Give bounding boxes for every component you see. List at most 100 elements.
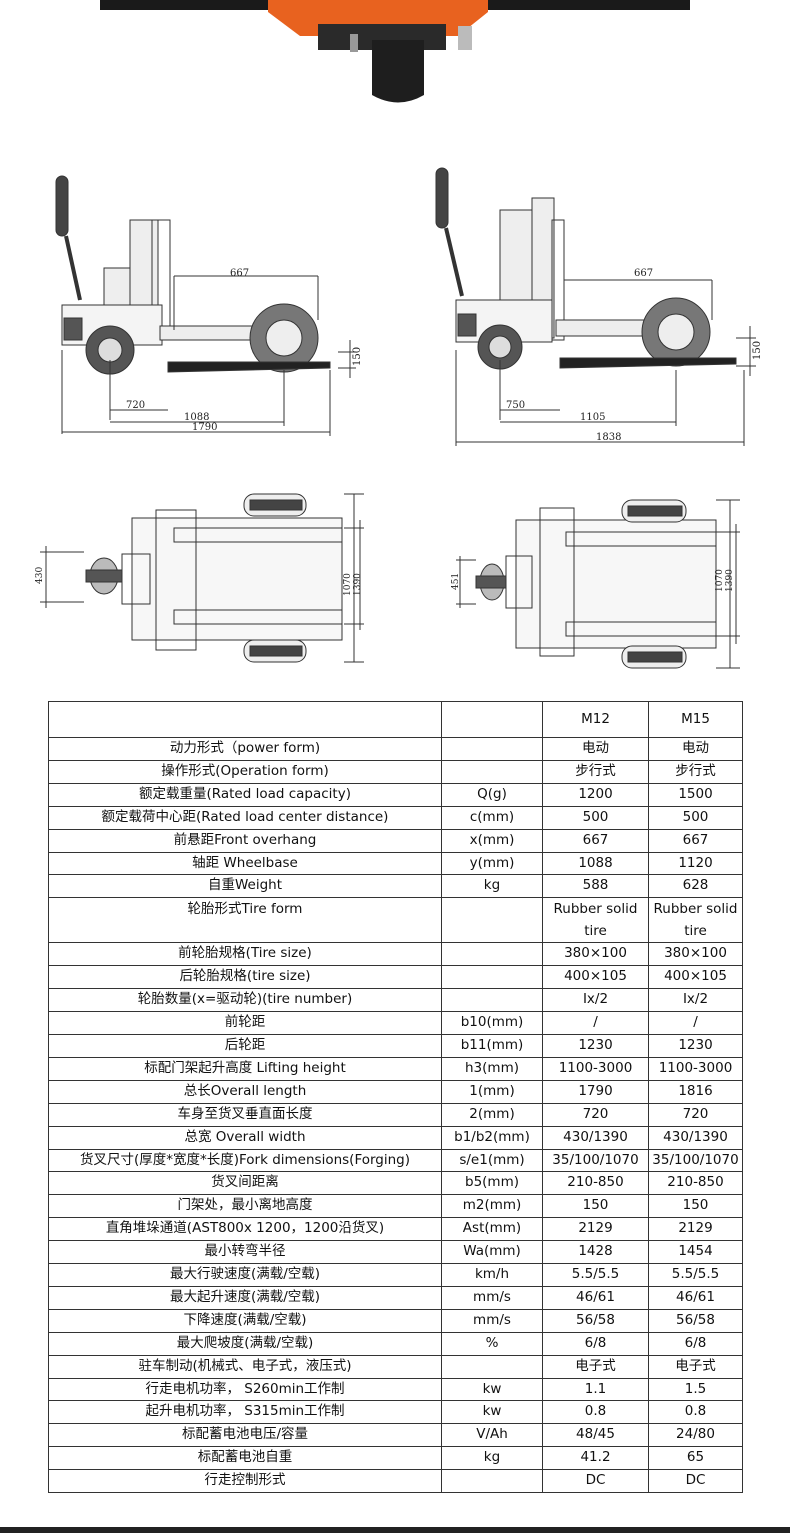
cell-m15: 1120 <box>648 851 743 876</box>
cell-name: 操作形式(Operation form) <box>48 759 442 784</box>
cell-m12: 6/8 <box>542 1331 649 1356</box>
cell-name: 行走控制形式 <box>48 1469 442 1494</box>
cell-m15: 667 <box>648 828 743 853</box>
cell-m12: 1230 <box>542 1033 649 1058</box>
cell-m15: 720 <box>648 1102 743 1127</box>
cell-name: 前悬距Front overhang <box>48 828 442 853</box>
cell-unit: m2(mm) <box>441 1194 543 1219</box>
cell-m12: 210-850 <box>542 1171 649 1196</box>
cell-m12: Rubber solid tire <box>542 897 649 944</box>
overall-length-label: 1790 <box>192 422 217 433</box>
cell-m15: 6/8 <box>648 1331 743 1356</box>
cell-unit: 1(mm) <box>441 1079 543 1104</box>
top-view-right <box>456 499 740 669</box>
cell-name: 后轮距 <box>48 1033 442 1058</box>
fork-height-label: 150 <box>352 347 363 366</box>
cell-m15: 210-850 <box>648 1171 743 1196</box>
cell-m15: 46/61 <box>648 1285 743 1310</box>
cell-m15: 步行式 <box>648 759 743 784</box>
cell-name: 前轮胎规格(Tire size) <box>48 942 442 967</box>
cell-unit <box>441 1469 543 1494</box>
cell-m15: 35/100/1070 <box>648 1148 743 1173</box>
cell-name: 车身至货叉垂直面长度 <box>48 1102 442 1127</box>
cell-m15: 380×100 <box>648 942 743 967</box>
cell-name: 标配门架起升高度 Lifting height <box>48 1056 442 1081</box>
cell-name: 下降速度(满载/空载) <box>48 1308 442 1333</box>
cell-unit: b11(mm) <box>441 1033 543 1058</box>
cell-unit: b10(mm) <box>441 1011 543 1035</box>
cell-unit: mm/s <box>441 1308 543 1333</box>
cell-m12: 1088 <box>542 851 649 876</box>
cell-m15: 56/58 <box>648 1308 743 1333</box>
cell-name: 货叉尺寸(厚度*宽度*长度)Fork dimensions(Forging) <box>48 1148 442 1173</box>
cell-m12: 150 <box>542 1194 649 1219</box>
cell-unit <box>441 942 543 967</box>
cell-m15: 150 <box>648 1194 743 1219</box>
cell-m15: 400×105 <box>648 965 743 990</box>
cell-unit <box>441 988 543 1013</box>
bottom-rule <box>0 1527 790 1533</box>
cell-name: 轮胎数量(x=驱动轮)(tire number) <box>48 988 442 1013</box>
cell-m15: Rubber solid tire <box>648 897 743 944</box>
fork-outer-label-b-right: 1390 <box>725 569 735 592</box>
cell-name: 总宽 Overall width <box>48 1125 442 1150</box>
overall-length-label-right: 1838 <box>596 432 621 443</box>
cell-unit <box>441 737 543 761</box>
cell-m15: 1.5 <box>648 1377 743 1402</box>
table-row: 动力形式（power form)电动电动 <box>48 737 743 761</box>
cell-m15: 0.8 <box>648 1400 743 1425</box>
cell-m15: 1500 <box>648 782 743 807</box>
front-overhang-label-right: 667 <box>634 268 653 279</box>
cell-unit: kg <box>441 1446 543 1471</box>
cell-m12: 400×105 <box>542 965 649 990</box>
cell-m12: 588 <box>542 874 649 899</box>
cell-m15: / <box>648 1011 743 1035</box>
cell-name: 最大行驶速度(满载/空载) <box>48 1263 442 1287</box>
wheel-dim-label-right: 750 <box>506 400 525 411</box>
cell-name: 后轮胎规格(tire size) <box>48 965 442 990</box>
cell-name: 标配蓄电池自重 <box>48 1446 442 1471</box>
header-model-m15: M15 <box>648 701 743 738</box>
cell-m12: 56/58 <box>542 1308 649 1333</box>
cell-unit: % <box>441 1331 543 1356</box>
cell-unit: b1/b2(mm) <box>441 1125 543 1150</box>
fork-outer-label-a-right: 1070 <box>715 569 725 592</box>
cell-name: 轴距 Wheelbase <box>48 851 442 876</box>
cell-name: 标配蓄电池电压/容量 <box>48 1423 442 1448</box>
header-unit <box>441 701 543 738</box>
spec-table: M12 M15 动力形式（power form)电动电动操作形式(Operati… <box>48 701 743 1494</box>
cell-name: 最小转弯半径 <box>48 1240 442 1265</box>
cell-name: 前轮距 <box>48 1011 442 1035</box>
cell-m12: 步行式 <box>542 759 649 784</box>
product-photo <box>100 0 690 103</box>
cell-m15: 电子式 <box>648 1354 743 1379</box>
cell-unit <box>441 897 543 944</box>
cell-m12: 46/61 <box>542 1285 649 1310</box>
header-model-m12: M12 <box>542 701 649 738</box>
fork-outer-label-b: 1390 <box>353 573 363 596</box>
cell-unit: y(mm) <box>441 851 543 876</box>
cell-name: 起升电机功率， S315min工作制 <box>48 1400 442 1425</box>
cell-unit: Q(g) <box>441 782 543 807</box>
cell-unit: h3(mm) <box>441 1056 543 1081</box>
spec-table-body: M12 M15 动力形式（power form)电动电动操作形式(Operati… <box>48 701 743 1494</box>
cell-unit: s/e1(mm) <box>441 1148 543 1173</box>
cell-unit: kg <box>441 874 543 899</box>
cell-unit: mm/s <box>441 1285 543 1310</box>
fork-outer-label-a: 1070 <box>343 573 353 596</box>
cell-m12: 电子式 <box>542 1354 649 1379</box>
